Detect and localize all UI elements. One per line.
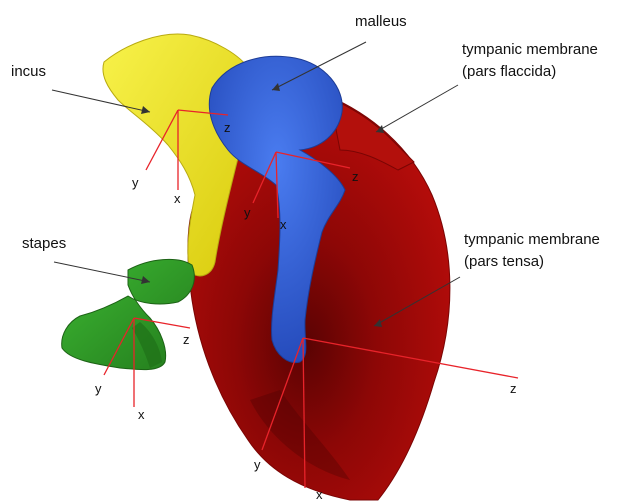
axis-label-malleus-x: x: [280, 218, 287, 232]
axis-label-incus-z: z: [224, 121, 231, 135]
label-malleus: malleus: [355, 12, 407, 32]
label-tympanic-membrane-tensa-line2: (pars tensa): [464, 252, 544, 272]
label-tympanic-membrane-tensa-line1: tympanic membrane: [464, 230, 600, 250]
label-incus: incus: [11, 62, 46, 82]
axis-label-membrane-z: z: [510, 382, 517, 396]
axis-label-membrane-y: y: [254, 458, 261, 472]
axis-label-incus-y: y: [132, 176, 139, 190]
axis-label-malleus-y: y: [244, 206, 251, 220]
axis-label-membrane-x: x: [316, 488, 323, 502]
stapes-shape: [62, 259, 195, 369]
axis-label-stapes-x: x: [138, 408, 145, 422]
axis-label-malleus-z: z: [352, 170, 359, 184]
label-stapes: stapes: [22, 234, 66, 254]
label-tympanic-membrane-flaccida-line1: tympanic membrane: [462, 40, 598, 60]
axis-label-stapes-z: z: [183, 333, 190, 347]
axis-label-incus-x: x: [174, 192, 181, 206]
axis-label-stapes-y: y: [95, 382, 102, 396]
label-tympanic-membrane-flaccida-line2: (pars flaccida): [462, 62, 556, 82]
